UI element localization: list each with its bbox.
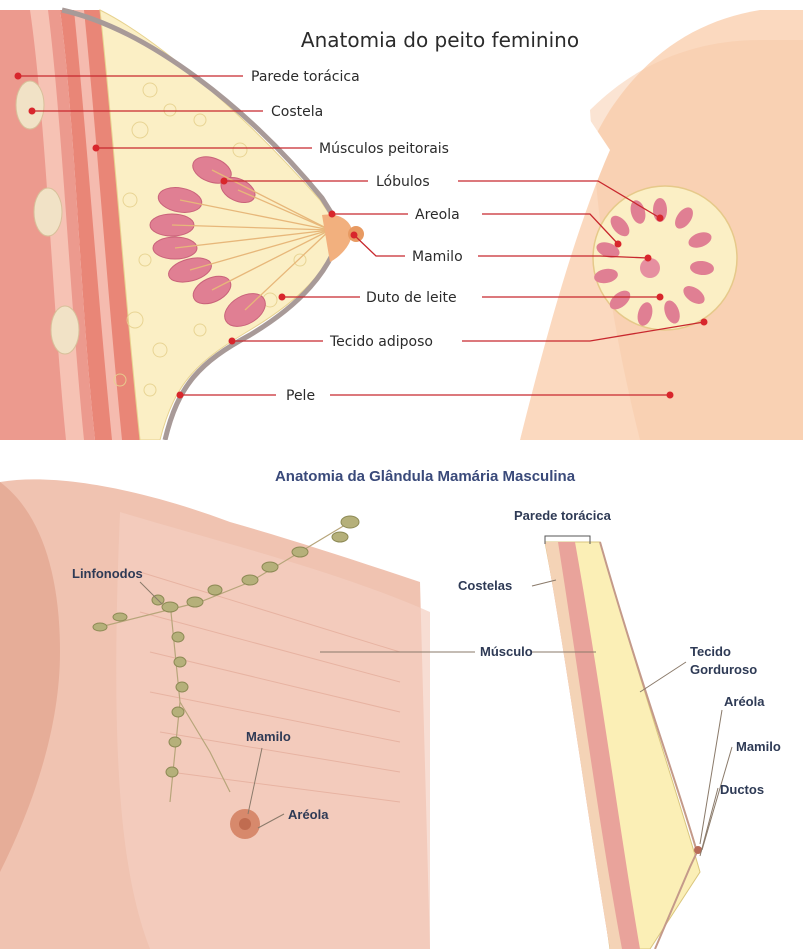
label-lymph-nodes: Linfonodos (72, 566, 143, 581)
label-lobules: Lóbulos (376, 174, 430, 190)
label-fatty-tissue-2: Gorduroso (690, 662, 757, 677)
label-areola-left: Aréola (288, 807, 329, 822)
male-nipple-shape (239, 818, 251, 830)
label-fatty-tissue-1: Tecido (690, 644, 731, 659)
label-rib: Costela (271, 104, 323, 120)
label-milk-duct: Duto de leite (366, 290, 457, 306)
male-gland-diagram: Anatomia da Glândula Mamária Masculina L… (0, 452, 803, 949)
label-skin: Pele (286, 388, 315, 404)
label-areola-right: Aréola (724, 694, 765, 709)
female-diagram-svg: Anatomia do peito feminino Parede toráci… (0, 0, 803, 440)
female-breast-diagram: Anatomia do peito feminino Parede toráci… (0, 0, 803, 440)
label-nipple-left: Mamilo (246, 729, 291, 744)
label-areola: Areola (415, 207, 460, 223)
label-fat-tissue: Tecido adiposo (329, 334, 433, 350)
label-nipple: Mamilo (412, 249, 463, 265)
label-pectoral-muscles: Músculos peitorais (319, 141, 449, 157)
label-ribs: Costelas (458, 578, 512, 593)
label-chest-wall-male: Parede torácica (514, 508, 612, 523)
male-title: Anatomia da Glândula Mamária Masculina (275, 468, 576, 485)
label-chest-wall: Parede torácica (251, 69, 360, 85)
male-diagram-svg: Anatomia da Glândula Mamária Masculina L… (0, 452, 803, 949)
label-muscle: Músculo (480, 644, 533, 659)
label-ducts: Ductos (720, 782, 764, 797)
label-nipple-right: Mamilo (736, 739, 781, 754)
female-title: Anatomia do peito feminino (301, 28, 579, 52)
